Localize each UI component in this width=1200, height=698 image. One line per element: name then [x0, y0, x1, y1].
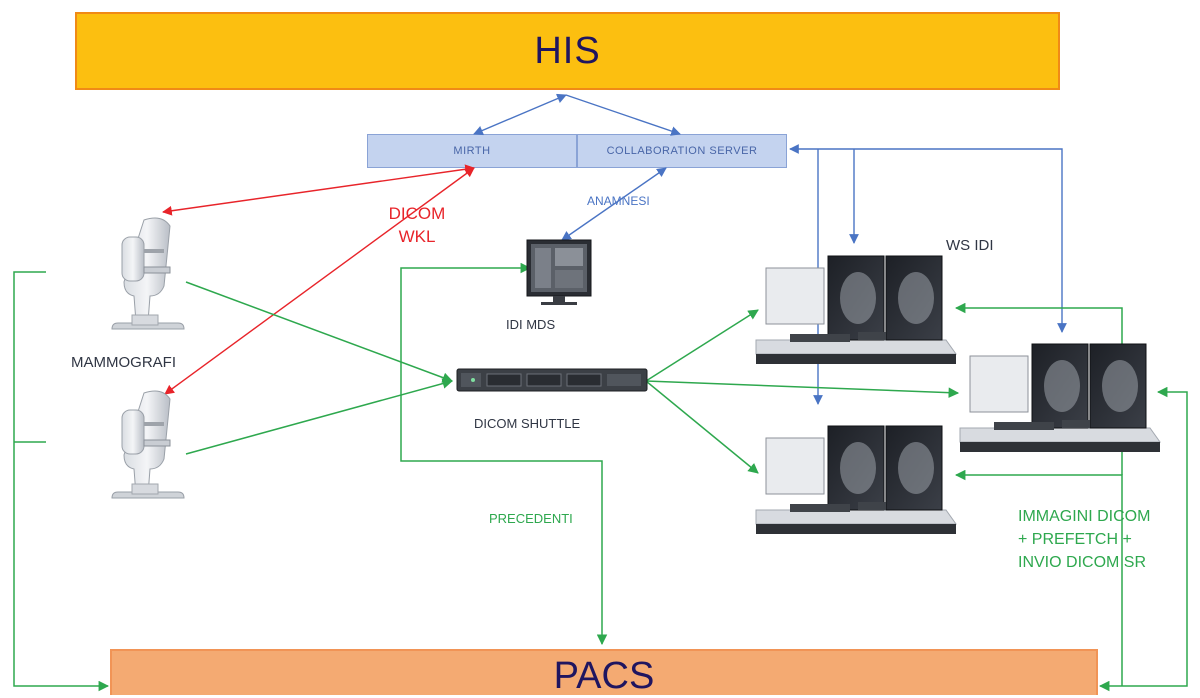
dicom-shuttle-label: DICOM SHUTTLE: [474, 416, 581, 431]
immagini-line3: INVIO DICOM SR: [1018, 554, 1147, 571]
image-flow-arrows: [13, 262, 1188, 692]
idi-mds-label: IDI MDS: [506, 317, 556, 332]
pacs-box: PACS: [110, 649, 1098, 697]
dicom-wkl-line1: DICOM: [388, 204, 446, 223]
collaboration-server-box: COLLABORATION SERVER: [577, 134, 787, 168]
dicom-wkl-line2: WKL: [398, 227, 436, 246]
radiology-workstation-icon: [755, 255, 957, 364]
monitor-icon: [526, 239, 592, 305]
mirth-label: MIRTH: [453, 145, 491, 157]
ws-idi-label: WS IDI: [946, 237, 994, 254]
immagini-line1: IMMAGINI DICOM: [1018, 508, 1151, 525]
immagini-line2: + PREFETCH +: [1018, 531, 1132, 548]
rack-server-icon: [456, 368, 648, 392]
mammography-unit-icon: [111, 217, 185, 330]
worklist-arrows: [162, 164, 475, 395]
precedenti-label: PRECEDENTI: [489, 511, 573, 526]
his-box: HIS: [75, 12, 1060, 90]
radiology-workstation-icon: [959, 343, 1161, 452]
his-label: HIS: [534, 29, 601, 72]
anamnesi-label: ANAMNESI: [587, 194, 650, 208]
dicom-wkl-label: DICOM WKL: [380, 202, 454, 248]
mammografi-label: MAMMOGRAFI: [71, 354, 176, 371]
radiology-workstation-icon: [755, 425, 957, 534]
immagini-dicom-label: IMMAGINI DICOM + PREFETCH + INVIO DICOM …: [1018, 505, 1200, 574]
pacs-label: PACS: [553, 654, 655, 697]
mammography-unit-icon: [111, 390, 185, 499]
collaboration-server-label: COLLABORATION SERVER: [606, 145, 758, 157]
